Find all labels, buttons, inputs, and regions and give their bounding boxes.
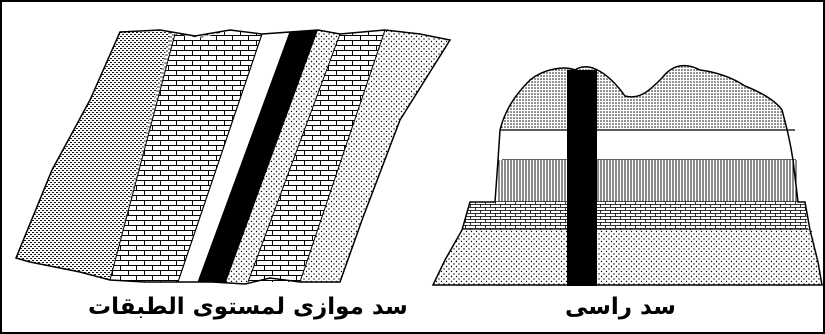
left-boundary-1 bbox=[109, 33, 176, 281]
right-brick-layer bbox=[462, 202, 808, 230]
left-dotted-right-layer bbox=[300, 30, 450, 282]
left-grid-layer bbox=[16, 30, 170, 280]
left-caption: سد موازى لمستوى الطبقات bbox=[88, 294, 408, 320]
left-boundary-3 bbox=[247, 33, 341, 283]
right-caption: سد راسى bbox=[565, 294, 676, 320]
right-block-outline bbox=[431, 64, 823, 286]
right-vline-layer bbox=[498, 160, 798, 202]
left-block bbox=[14, 29, 452, 285]
left-boundary-4 bbox=[299, 29, 386, 283]
left-boundary-2 bbox=[177, 33, 263, 283]
left-dotted-layer bbox=[226, 30, 340, 282]
left-block-outline bbox=[14, 29, 452, 285]
left-brick-layer-2 bbox=[248, 30, 385, 282]
right-white-layer bbox=[500, 130, 795, 160]
right-dike bbox=[567, 70, 597, 286]
right-dotted-layer bbox=[433, 230, 822, 285]
left-brick-layer-1 bbox=[110, 30, 262, 282]
right-block bbox=[431, 64, 823, 286]
